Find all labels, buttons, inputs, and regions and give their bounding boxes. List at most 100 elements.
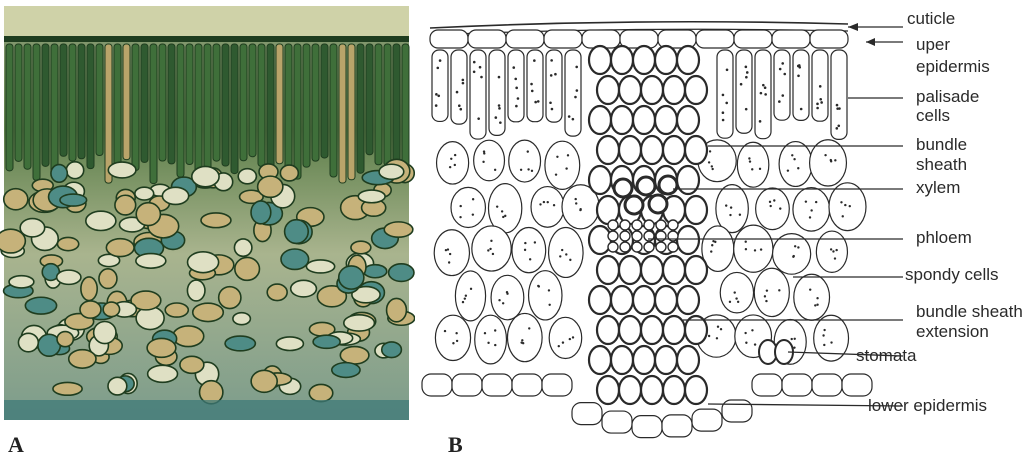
chloroplast-dot (444, 330, 446, 332)
micrograph-palisade-cell (276, 44, 283, 164)
phloem-cell (608, 220, 618, 230)
chloroplast-dot (543, 201, 545, 203)
chloroplast-dot (436, 67, 439, 70)
lower-epidermis-cell (482, 374, 512, 396)
chloroplast-dot (498, 107, 501, 110)
spongy-cell (779, 142, 812, 187)
chloroplast-dot (809, 288, 811, 290)
micrograph-palisade-cell (177, 44, 184, 177)
micrograph-lower-epidermis (4, 400, 409, 420)
chloroplast-dot (835, 249, 837, 251)
chloroplast-dot (534, 241, 536, 243)
bundle-sheath-cell (655, 46, 677, 74)
label-lower-epidermis: lower epidermis (868, 396, 987, 416)
spongy-cell (509, 140, 541, 182)
micrograph-palisade-cell (231, 44, 238, 174)
bundle-sheath-cell (633, 106, 655, 134)
palisade-cell (546, 50, 562, 122)
micrograph-spongy-cell (135, 187, 154, 200)
micrograph-spongy-cell (9, 276, 34, 288)
phloem-cell (656, 220, 666, 230)
leaf-micrograph (0, 0, 415, 425)
chloroplast-dot (524, 242, 526, 244)
chloroplast-dot (726, 68, 729, 71)
bundle-sheath-cell (619, 316, 641, 344)
label-phloem: phloem (916, 228, 972, 248)
chloroplast-dot (487, 249, 489, 251)
phloem-cell (644, 220, 654, 230)
bundle-sheath-cell (663, 136, 685, 164)
micrograph-spongy-cell (136, 203, 160, 226)
micrograph-palisade-cell (222, 44, 229, 166)
micrograph-palisade-cell (357, 44, 364, 173)
phloem-cell (644, 242, 654, 252)
micrograph-spongy-cell (25, 297, 56, 314)
chloroplast-dot (709, 150, 711, 152)
chloroplast-dot (565, 167, 567, 169)
chloroplast-dot (849, 205, 851, 207)
micrograph-spongy-cell (332, 363, 360, 378)
micrograph-spongy-cell (219, 287, 241, 309)
micrograph-spongy-cell (387, 298, 407, 321)
chloroplast-dot (711, 244, 713, 246)
chloroplast-dot (569, 338, 571, 340)
chloroplast-dot (558, 345, 560, 347)
chloroplast-dot (459, 216, 461, 218)
chloroplast-dot (498, 76, 501, 79)
spongy-cell (507, 313, 542, 361)
micrograph-spongy-cell (201, 213, 231, 228)
bundle-sheath-cell (597, 376, 619, 404)
spongy-cell (434, 230, 469, 276)
chloroplast-dot (501, 210, 503, 212)
palisade-cell (774, 50, 790, 120)
micrograph-palisade-cell (60, 44, 67, 156)
chloroplast-dot (495, 116, 498, 119)
xylem-vessel (649, 195, 667, 213)
bundle-sheath-cell (611, 286, 633, 314)
chloroplast-dot (840, 201, 842, 203)
palisade-cell (717, 50, 733, 138)
chloroplast-dot (781, 62, 784, 65)
chloroplast-dot (730, 206, 732, 208)
upper-epidermis-cell (544, 30, 582, 48)
chloroplast-dot (527, 150, 529, 152)
chloroplast-dot (529, 258, 531, 260)
label-bundle-sheath-extension-line2: extension (916, 322, 989, 342)
chloroplast-dot (528, 327, 530, 329)
chloroplast-dot (711, 168, 713, 170)
bundle-sheath-cell (597, 316, 619, 344)
chloroplast-dot (816, 107, 819, 110)
chloroplast-dot (514, 78, 517, 81)
chloroplast-dot (797, 65, 800, 68)
micrograph-spongy-cell (20, 219, 45, 237)
bundle-sheath-cell (677, 166, 699, 194)
chloroplast-dot (470, 288, 472, 290)
micrograph-spongy-cell (173, 326, 204, 347)
chloroplast-dot (793, 158, 795, 160)
micrograph-spongy-cell (4, 189, 28, 210)
chloroplast-dot (448, 261, 450, 263)
chloroplast-dot (823, 344, 825, 346)
phloem-cell (620, 242, 630, 252)
chloroplast-dot (832, 250, 834, 252)
bundle-sheath-cell (655, 106, 677, 134)
chloroplast-dot (823, 329, 825, 331)
chloroplast-dot (550, 74, 553, 77)
chloroplast-dot (447, 248, 449, 250)
lower-epidermis-cell (602, 411, 632, 433)
chloroplast-dot (454, 154, 456, 156)
micrograph-palisade-cell (366, 44, 373, 155)
lower-epidermis-cell (782, 374, 812, 396)
micrograph-palisade-cell (96, 44, 103, 156)
upper-epidermis-cell (772, 30, 810, 48)
chloroplast-dot (512, 66, 515, 69)
chloroplast-dot (717, 326, 719, 328)
chloroplast-dot (539, 203, 541, 205)
micrograph-spongy-cell (306, 260, 334, 273)
xylem-vessel (625, 196, 643, 214)
chloroplast-dot (572, 118, 575, 121)
micrograph-spongy-cell (115, 195, 136, 215)
palisade-cell (565, 50, 581, 136)
chloroplast-dot (764, 93, 767, 96)
diagram-panel: cuticle uper epidermis palisade cells bu… (408, 0, 1032, 467)
